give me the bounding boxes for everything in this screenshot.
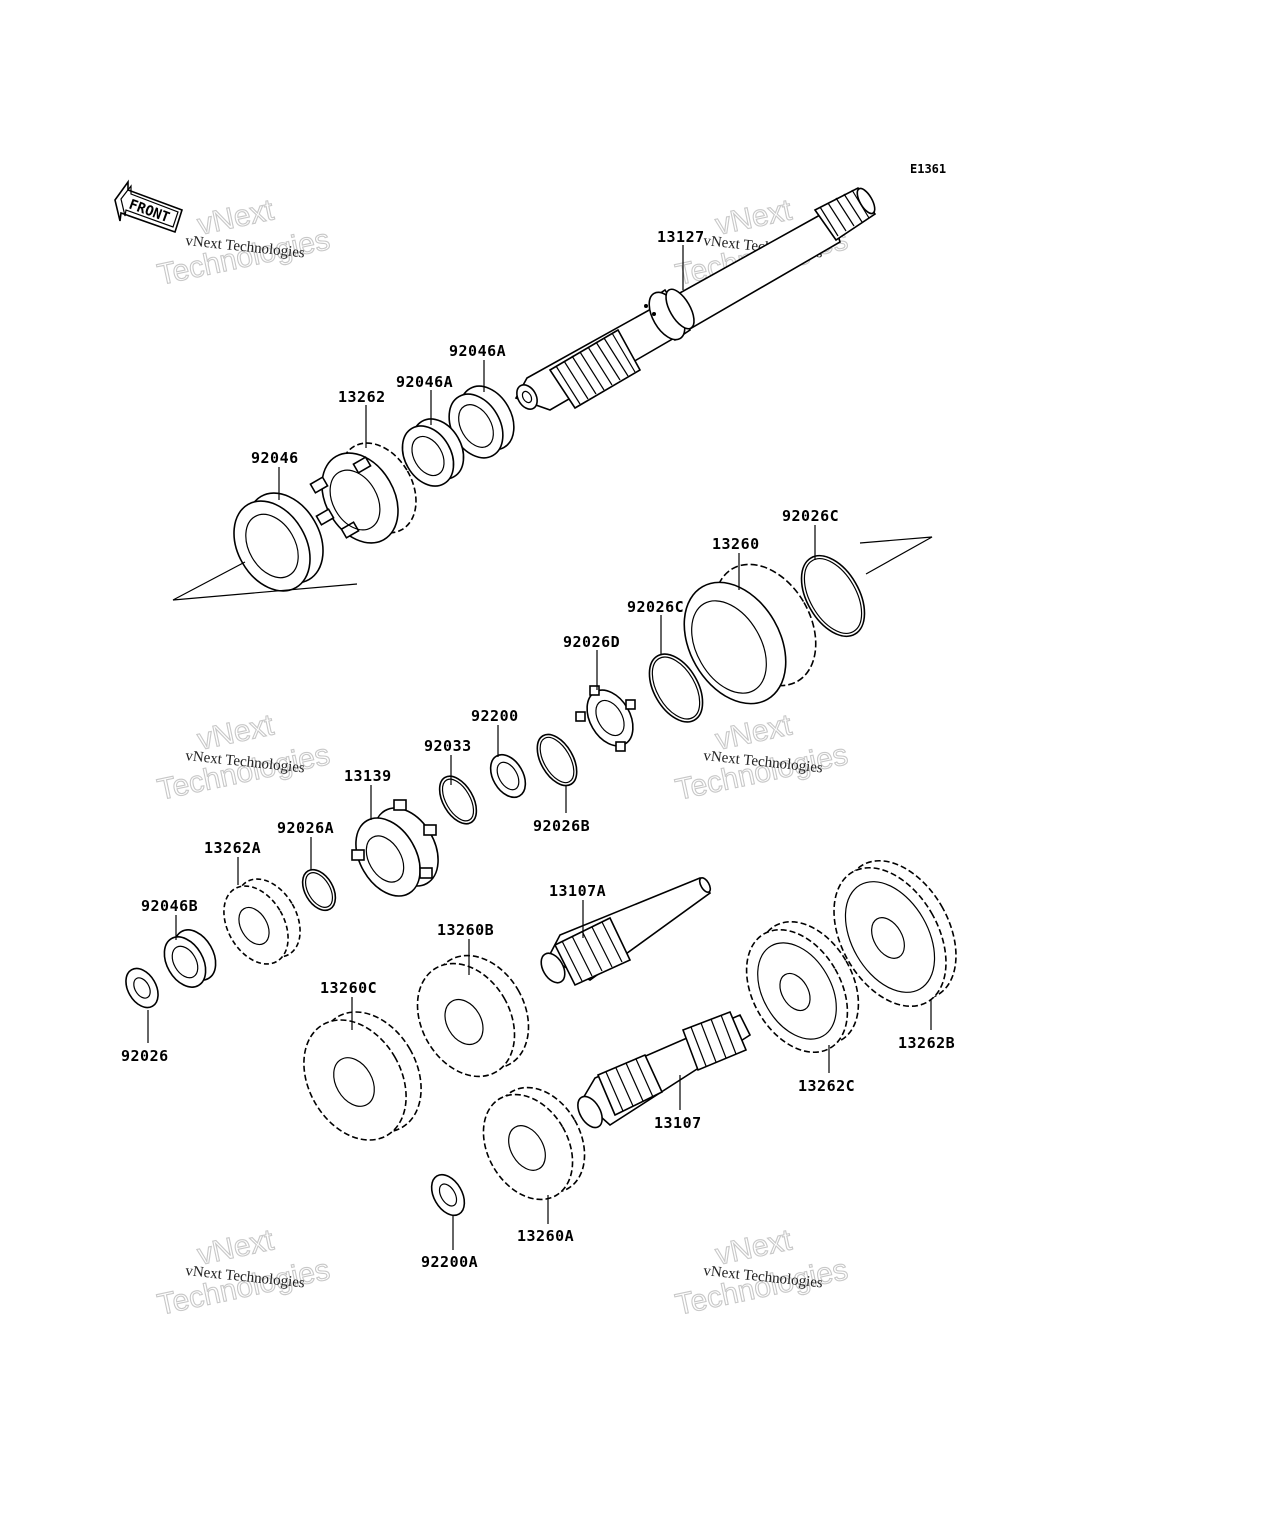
- front-arrow-icon: FRONT: [114, 179, 183, 234]
- part-labels: 13127 92046A 92046A 13262 92046 92026C 1…: [121, 228, 955, 1271]
- gear-13260C: [303, 1011, 422, 1141]
- bearing-92046A-lower: [401, 418, 465, 487]
- gear-13260A: [482, 1086, 586, 1201]
- label-92200: 92200: [471, 707, 519, 725]
- label-13262A: 13262A: [204, 839, 261, 857]
- bearing-92046A-upper: [448, 385, 515, 459]
- label-13107A: 13107A: [549, 882, 606, 900]
- label-92026C-right: 92026C: [782, 507, 839, 525]
- svg-text:Technologies: Technologies: [155, 223, 333, 292]
- label-13262: 13262: [338, 388, 386, 406]
- shaft-13107A: [540, 876, 712, 987]
- break-line-left: [172, 561, 358, 601]
- label-92046: 92046: [251, 449, 299, 467]
- label-13107: 13107: [654, 1114, 702, 1132]
- label-92200A: 92200A: [421, 1253, 478, 1271]
- label-92026D: 92026D: [563, 633, 620, 651]
- label-92033: 92033: [424, 737, 472, 755]
- label-92046A-upper: 92046A: [449, 342, 506, 360]
- gear-13260B: [416, 954, 530, 1078]
- label-13139: 13139: [344, 767, 392, 785]
- washer-92200: [489, 753, 527, 799]
- gear-13262C: [745, 920, 860, 1054]
- label-13260: 13260: [712, 535, 760, 553]
- svg-text:Technologies: Technologies: [673, 1253, 851, 1322]
- hub-13139: [351, 799, 439, 897]
- gear-13262: [309, 442, 417, 544]
- watermark-mid-right: vNext Technologies vNext Technologies: [672, 708, 851, 807]
- shaft-13107: [577, 1010, 752, 1129]
- label-13260B: 13260B: [437, 921, 494, 939]
- circlip-92026B: [536, 733, 578, 787]
- gear-13260: [683, 563, 817, 705]
- washer-92026: [125, 967, 159, 1009]
- svg-text:Technologies: Technologies: [673, 738, 851, 807]
- circlip-92033: [438, 775, 478, 825]
- label-92026C-left: 92026C: [627, 598, 684, 616]
- gear-13262B: [833, 859, 957, 1008]
- svg-text:Technologies: Technologies: [155, 1253, 333, 1322]
- svg-text:Technologies: Technologies: [155, 738, 333, 807]
- bearing-92046: [233, 492, 324, 592]
- break-line-right: [859, 536, 933, 575]
- shaft-13127: [514, 186, 877, 411]
- label-13260A: 13260A: [517, 1227, 574, 1245]
- leader-lines: [147, 245, 932, 1250]
- label-92026B: 92026B: [533, 817, 590, 835]
- circlip-92026A: [301, 868, 337, 912]
- gear-13262A: [223, 878, 301, 965]
- circlip-92026C-left: [648, 653, 704, 723]
- label-13127: 13127: [657, 228, 705, 246]
- washer-92026D: [575, 685, 636, 752]
- label-92026: 92026: [121, 1047, 169, 1065]
- label-92046A-lower: 92046A: [396, 373, 453, 391]
- watermark-bottom-left: vNext Technologies vNext Technologies: [154, 1223, 333, 1322]
- watermark-bottom-right: vNext Technologies vNext Technologies: [672, 1223, 851, 1322]
- circlip-92026C-right: [800, 554, 866, 638]
- label-92026A: 92026A: [277, 819, 334, 837]
- label-13262C: 13262C: [798, 1077, 855, 1095]
- bearing-92046B: [163, 929, 217, 988]
- label-13262B: 13262B: [898, 1034, 955, 1052]
- watermark-top-left: vNext Technologies vNext Technologies: [154, 193, 333, 292]
- washer-92200A: [430, 1173, 466, 1217]
- label-13260C: 13260C: [320, 979, 377, 997]
- watermark-mid-left: vNext Technologies vNext Technologies: [154, 708, 333, 807]
- label-92046B: 92046B: [141, 897, 198, 915]
- diagram-code: E1361: [910, 162, 946, 176]
